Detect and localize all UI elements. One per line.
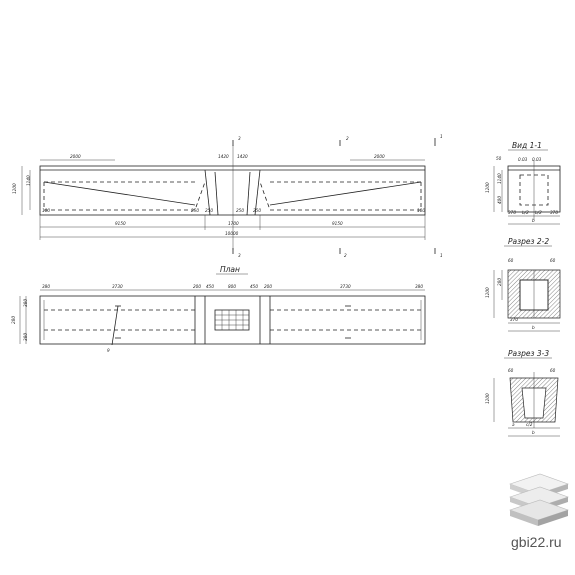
- s33-d: c/2: [526, 422, 533, 427]
- section-2-2: Разрез 2-2 60 60 1200 280 370 b: [485, 237, 561, 332]
- dim-left-top: 2000: [70, 154, 81, 159]
- plan-dim-p7: 200: [264, 284, 272, 289]
- dim-right-top: 2000: [374, 154, 385, 159]
- section-3-3-title: Разрез 3-3: [508, 349, 549, 358]
- dim-b3: 250: [236, 208, 244, 213]
- s22-height: 1200: [485, 287, 490, 298]
- dim-b2: 250: [205, 208, 213, 213]
- s22-top-r: 60: [550, 258, 556, 263]
- dim-inner-height: 1140: [26, 175, 31, 186]
- dim-small-right: 100: [417, 208, 425, 213]
- view-1-1: Вид 1-1 50 0.03 0.03 1200 400 1140 370 b…: [485, 141, 561, 225]
- s22-inner: 280: [497, 278, 502, 286]
- cut-2-bottom: 2: [344, 253, 347, 258]
- s33-top-l: 60: [508, 368, 514, 373]
- view-dim-h: 0.03: [532, 157, 542, 162]
- plan-dim-p4: 450: [206, 284, 214, 289]
- view-dim-e: b/2: [535, 210, 542, 215]
- dim-b4: 250: [253, 208, 261, 213]
- cut-3-top: 3: [238, 136, 241, 141]
- s22-top-l: 60: [508, 258, 514, 263]
- dim-bottom-right-span: 9150: [332, 221, 343, 226]
- section-3-3: Разрез 3-3 60 60 1200 a c/2 b: [485, 349, 560, 437]
- view-dim-c: 370: [508, 210, 516, 215]
- dim-height: 1200: [12, 183, 17, 194]
- plan-dim-p9: 380: [415, 284, 423, 289]
- s33-height: 1200: [485, 393, 490, 404]
- view-dim-f: 370: [550, 210, 558, 215]
- dim-center-left: 1420: [218, 154, 229, 159]
- plan-dim-h1: 380: [23, 299, 28, 307]
- beam-elevation: 2000 2000 1420 1420 3 2 1 1200 1140 100 …: [12, 134, 443, 258]
- dim-bottom-center: 1700: [228, 221, 239, 226]
- plan-dim-p8: 3730: [340, 284, 351, 289]
- dim-b1: 250: [191, 208, 199, 213]
- brand-logo-icon: [509, 473, 569, 526]
- s22-bottom: 370: [510, 317, 518, 322]
- section-2-2-title: Разрез 2-2: [508, 237, 549, 246]
- cut-1-top: 1: [440, 134, 443, 139]
- plan-dim-h2: 380: [23, 333, 28, 341]
- view-dim-b: 1140: [497, 173, 502, 184]
- s33-a: a: [512, 422, 515, 427]
- view-dim-d: b/2: [522, 210, 529, 215]
- view-dim-width: b: [532, 218, 535, 223]
- dim-small-left: 100: [42, 208, 50, 213]
- view-1-1-title: Вид 1-1: [512, 141, 542, 150]
- plan-dim-p3: 200: [193, 284, 201, 289]
- plan-dim-w: 280: [11, 316, 16, 324]
- dim-bottom-left-span: 9150: [115, 221, 126, 226]
- plan-dim-p6: 450: [250, 284, 258, 289]
- s33-top-r: 60: [550, 368, 556, 373]
- plan-dim-p5: 800: [228, 284, 236, 289]
- view-dim-top: 50: [496, 156, 502, 161]
- plan-title: План: [220, 265, 240, 274]
- cut-3-bottom: 3: [238, 253, 241, 258]
- view-dim-g: 0.03: [518, 157, 528, 162]
- dim-center-right: 1420: [237, 154, 248, 159]
- plan-mark: 9: [107, 348, 110, 353]
- cut-1-bottom: 1: [440, 253, 443, 258]
- s22-width: b: [532, 325, 535, 330]
- s33-width: b: [532, 430, 535, 435]
- view-dim-a: 400: [497, 196, 502, 204]
- cut-2-top: 2: [346, 136, 349, 141]
- view-dim-height: 1200: [485, 182, 490, 193]
- plan-dim-p2: 3730: [112, 284, 123, 289]
- plan-dim-p1: 380: [42, 284, 50, 289]
- beam-plan: План 9 380 3730 200 450 800: [11, 265, 426, 353]
- brand-site[interactable]: gbi22.ru: [511, 534, 562, 550]
- dim-total: 10000: [225, 231, 239, 236]
